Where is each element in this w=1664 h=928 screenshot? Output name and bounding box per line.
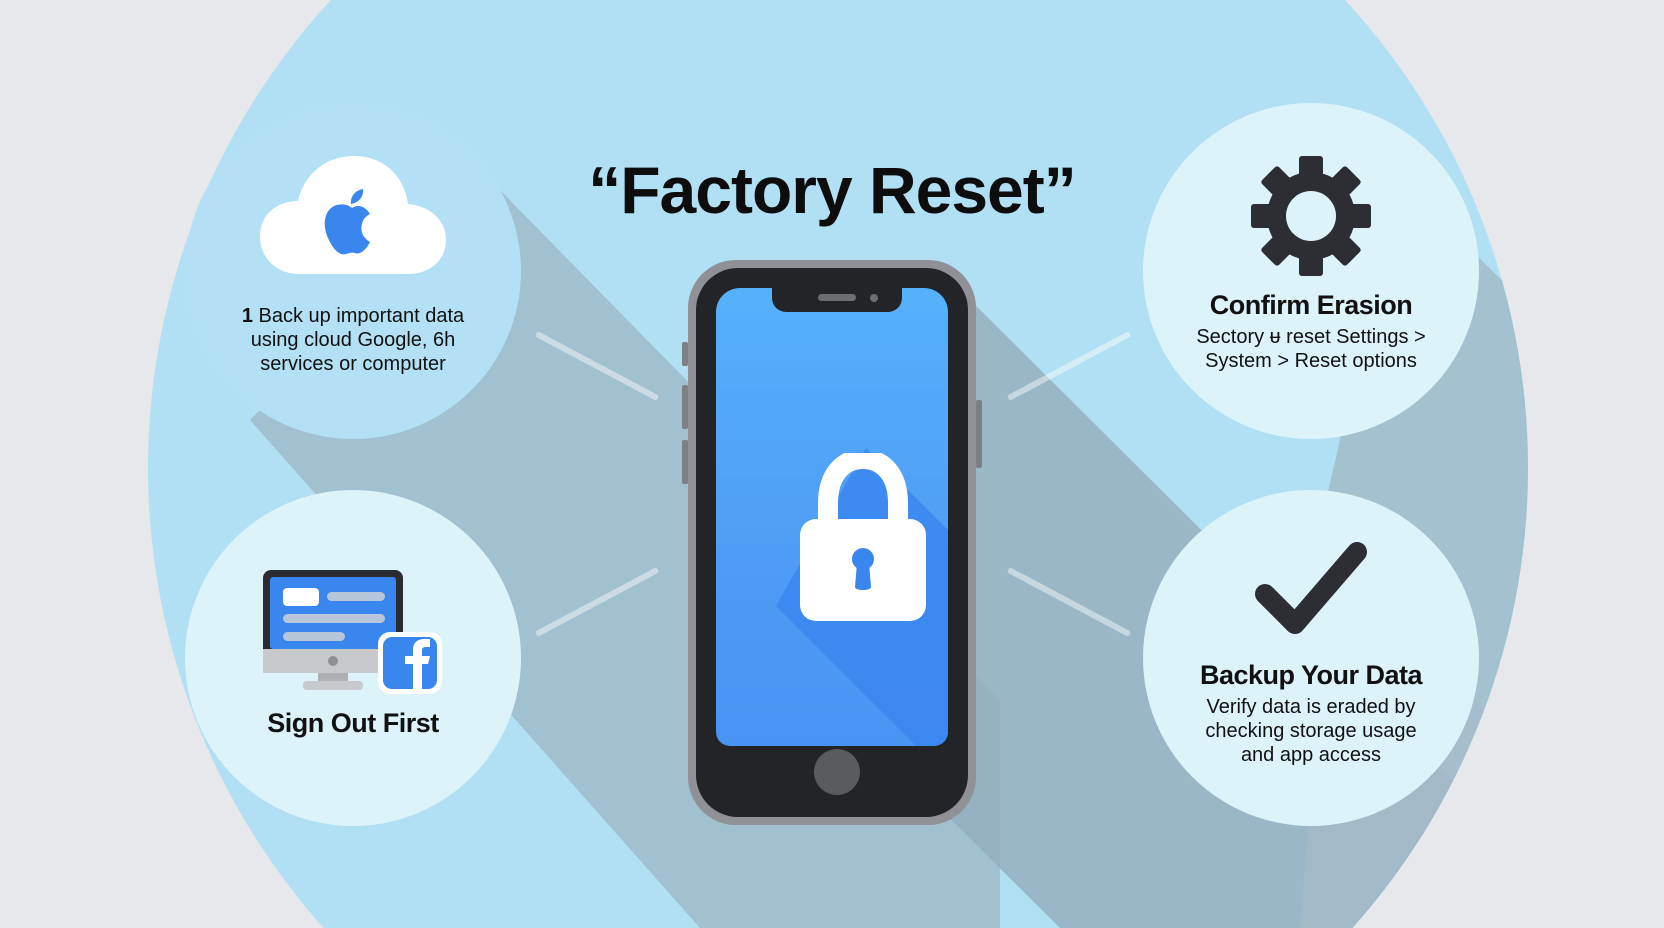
volume-button	[682, 385, 688, 429]
volume-up-button	[682, 342, 688, 366]
speaker-grille	[818, 294, 856, 301]
step-title: Confirm Erasion	[1209, 289, 1413, 320]
step-description: 1 Back up important data using cloud Goo…	[241, 305, 465, 375]
front-camera	[870, 294, 878, 302]
gear-icon	[1251, 155, 1371, 276]
power-button	[976, 400, 982, 468]
lock-icon	[800, 453, 926, 621]
step-title: Sign Out First	[267, 707, 439, 738]
step-description: Sectory ᵾ reset Settings > System > Rese…	[1196, 325, 1426, 372]
phone-body	[696, 268, 968, 817]
step-number: 1	[241, 305, 253, 327]
step-backup-verify: Backup Your Data Verify data is eraded b…	[1143, 490, 1479, 826]
smartphone	[682, 260, 982, 825]
home-button	[814, 749, 860, 795]
step-title: Backup Your Data	[1199, 659, 1423, 690]
checkmark-icon	[1255, 541, 1367, 634]
step-backup-cloud: 1 Back up important data using cloud Goo…	[185, 103, 521, 439]
step-description: Verify data is eraded by checking storag…	[1205, 695, 1417, 766]
step-confirm-erasion: Confirm Erasion Sectory ᵾ reset Settings…	[1143, 103, 1479, 439]
computer-facebook-icon	[263, 569, 442, 694]
volume-down-button	[682, 440, 688, 484]
phone-screen	[716, 288, 948, 746]
page-title: “Factory Reset”	[588, 153, 1077, 228]
step-sign-out: Sign Out First	[185, 490, 521, 826]
icloud-apple-icon	[260, 156, 446, 274]
